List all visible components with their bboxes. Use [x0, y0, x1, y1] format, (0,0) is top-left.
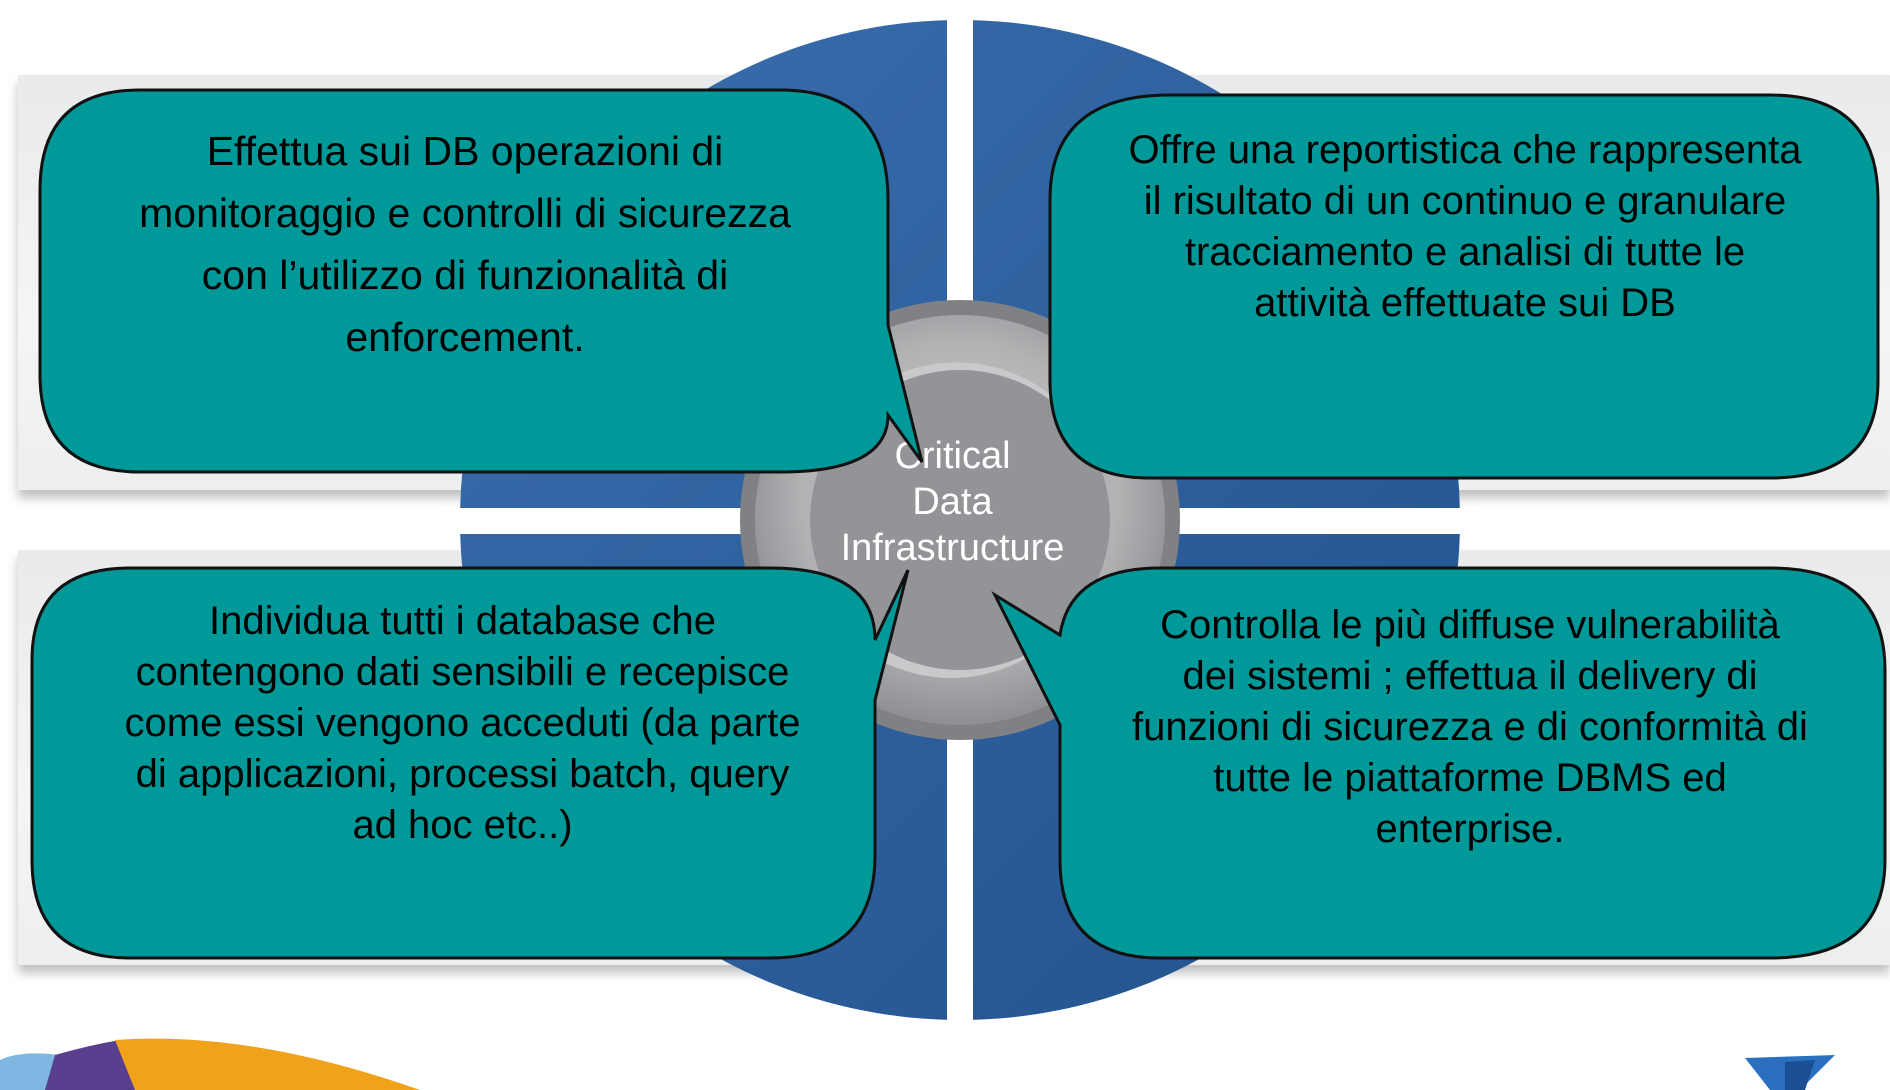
bottom-left-swoosh-orange	[115, 1038, 420, 1090]
callout-bubble-top-right	[1048, 93, 1880, 480]
center-hub-label: Critical Data Infrastructure	[840, 435, 1065, 569]
callout-bubble-bottom-left	[30, 566, 910, 960]
callout-bubble-top-left	[38, 88, 924, 474]
callout-bubble-bottom-right	[991, 566, 1887, 960]
bottom-left-swoosh-purple	[45, 1040, 140, 1090]
callout-text-top-right: Offre una reportistica che rappresenta i…	[1128, 128, 1802, 325]
callout-text-top-left: Effettua sui DB operazioni di monitoragg…	[139, 128, 791, 360]
callout-text-bottom-left: Individua tutti i database che contengon…	[124, 599, 801, 847]
bottom-right-logo-mark-dark	[1785, 1060, 1815, 1090]
hub-inner-circle	[810, 370, 1110, 670]
callout-text-bottom-right: Controlla le più diffuse vulnerabilità d…	[1132, 603, 1808, 851]
bottom-left-swoosh-blue	[0, 1053, 60, 1090]
